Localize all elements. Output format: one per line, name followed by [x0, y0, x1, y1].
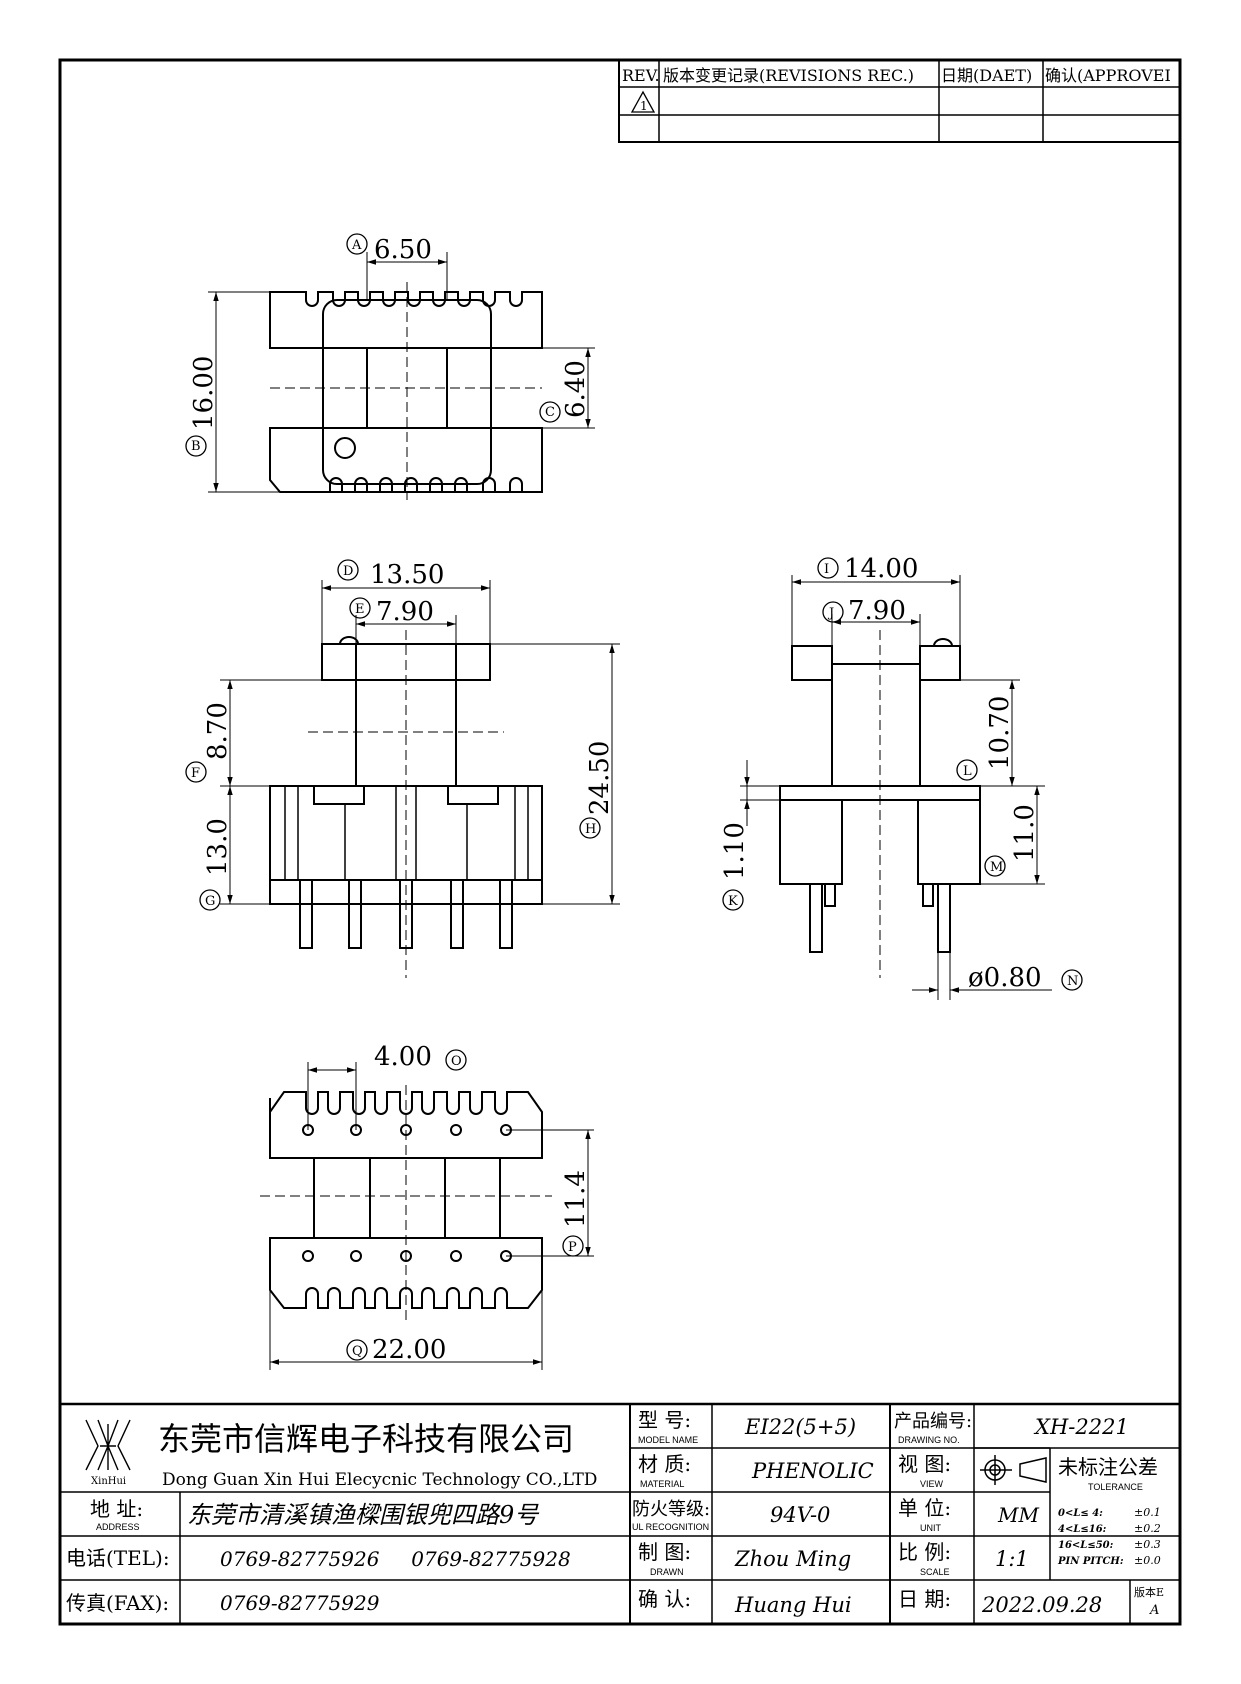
tolerance-value-1: ±0.2: [1134, 1522, 1161, 1535]
approve-label: 确 认:: [638, 1587, 691, 1611]
tolerance-value-2: ±0.3: [1134, 1538, 1161, 1551]
top-view: [185, 233, 595, 500]
ul-value: 94V-0: [770, 1503, 830, 1527]
drawing-no-label-en: DRAWING NO.: [898, 1435, 960, 1445]
dim-h-label: H: [585, 822, 596, 837]
dim-q-value: 22.00: [372, 1335, 446, 1365]
dim-k-value: 1.10: [720, 822, 750, 880]
dim-q-label: Q: [352, 1344, 363, 1359]
unit-label: 单 位:: [898, 1496, 951, 1520]
material-label: 材 质:: [638, 1452, 691, 1476]
drawing-no-label: 产品编号:: [894, 1411, 972, 1432]
dim-a-value: 6.50: [374, 235, 432, 265]
approve-header: 确认(APPROVEI: [1045, 66, 1171, 85]
scale-value: 1:1: [995, 1547, 1029, 1571]
ul-label: 防火等级:: [632, 1499, 710, 1520]
dim-f-value: 8.70: [203, 702, 233, 760]
material-value: PHENOLIC: [751, 1459, 874, 1483]
tel-value: 0769-82775926 0769-82775928: [220, 1547, 571, 1571]
dim-k-label: K: [728, 894, 738, 909]
title-block: [60, 1402, 1180, 1624]
address-label-en: ADDRESS: [96, 1522, 140, 1532]
model-value: EI22(5+5): [744, 1415, 856, 1439]
tel-label: 电话(TEL):: [66, 1546, 170, 1570]
dim-n-label: N: [1067, 974, 1078, 989]
side-view: [722, 557, 1083, 1000]
company-name-cn: 东莞市信辉电子科技有限公司: [158, 1420, 574, 1458]
rev-header: REV.: [622, 66, 660, 85]
dim-b-label: B: [191, 439, 201, 454]
dim-h-value: 24.50: [585, 741, 615, 815]
dim-c-value: 6.40: [561, 360, 591, 418]
address-label: 地 址:: [90, 1497, 143, 1521]
unit-value: MM: [997, 1503, 1039, 1527]
ul-label-en: UL RECOGNITION: [632, 1522, 709, 1532]
company-logo-icon: [85, 1419, 131, 1471]
tolerance-range-2: 16<L≤50:: [1058, 1540, 1114, 1551]
dim-b-value: 16.00: [189, 356, 219, 430]
date-header: 日期(DAET): [941, 66, 1032, 85]
dim-j-label: J: [827, 606, 834, 621]
version-label: 版本E: [1134, 1585, 1164, 1599]
model-label: 型 号:: [638, 1408, 691, 1432]
version-value: A: [1149, 1603, 1159, 1618]
dim-p-label: P: [568, 1240, 577, 1255]
logo-text: XinHui: [91, 1476, 126, 1487]
dim-e-value: 7.90: [376, 597, 434, 627]
revision-triangle-icon: [630, 90, 656, 113]
material-label-en: MATERIAL: [640, 1479, 684, 1489]
dim-n-value: ø0.80: [968, 963, 1042, 993]
view-label-en: VIEW: [920, 1479, 944, 1489]
unit-label-en: UNIT: [920, 1523, 941, 1533]
tolerance-range-1: 4<L≤16:: [1058, 1524, 1107, 1535]
date-label: 日 期:: [898, 1587, 951, 1611]
date-value: 2022.09.28: [981, 1593, 1102, 1617]
dim-e-label: E: [355, 602, 365, 617]
dim-l-value: 10.70: [985, 696, 1015, 770]
model-label-en: MODEL NAME: [638, 1435, 698, 1445]
dim-l-label: L: [963, 764, 972, 779]
bottom-view: [260, 1049, 594, 1370]
tolerance-range-0: 0<L≤ 4:: [1058, 1508, 1103, 1519]
scale-label-en: SCALE: [920, 1567, 950, 1577]
dim-m-value: 11.0: [1010, 804, 1040, 862]
scale-label: 比 例:: [898, 1540, 951, 1564]
dim-j-value: 7.90: [848, 596, 906, 626]
drawn-value: Zhou Ming: [734, 1547, 851, 1571]
rev-mark: 1: [640, 99, 648, 113]
address-value: 东莞市清溪镇渔樑围银兜四路9号: [187, 1501, 540, 1529]
dim-i-label: I: [824, 562, 829, 577]
projection-symbol-icon: [980, 1455, 1047, 1485]
front-view: [185, 559, 620, 978]
revision-table: [618, 59, 1181, 143]
dim-o-label: O: [451, 1054, 462, 1069]
dim-a-label: A: [351, 238, 362, 253]
dim-d-label: D: [343, 564, 353, 579]
dim-m-label: M: [990, 860, 1003, 875]
revisions-header: 版本变更记录(REVISIONS REC.): [663, 66, 914, 85]
drawing-no-value: XH-2221: [1033, 1415, 1129, 1439]
view-label: 视 图:: [898, 1452, 951, 1476]
tolerance-value-3: ±0.0: [1134, 1554, 1161, 1567]
dim-c-label: C: [545, 405, 555, 420]
company-name-en: Dong Guan Xin Hui Elecycnic Technology C…: [162, 1470, 597, 1490]
tolerance-label-en: TOLERANCE: [1088, 1482, 1143, 1492]
dim-f-label: F: [191, 766, 200, 781]
drawn-label: 制 图:: [638, 1540, 691, 1564]
tolerance-range-3: PIN PITCH:: [1057, 1556, 1124, 1567]
fax-label: 传真(FAX):: [66, 1591, 169, 1615]
dim-p-value: 11.4: [561, 1170, 591, 1228]
fax-value: 0769-82775929: [220, 1591, 380, 1615]
dim-g-label: G: [205, 894, 215, 909]
tolerance-label: 未标注公差: [1058, 1455, 1158, 1479]
dim-d-value: 13.50: [370, 560, 444, 590]
dim-g-value: 13.0: [203, 818, 233, 876]
dim-o-value: 4.00: [374, 1042, 432, 1072]
approve-value: Huang Hui: [734, 1593, 852, 1617]
dim-i-value: 14.00: [844, 554, 918, 584]
tolerance-value-0: ±0.1: [1134, 1506, 1161, 1519]
drawn-label-en: DRAWN: [650, 1567, 684, 1577]
